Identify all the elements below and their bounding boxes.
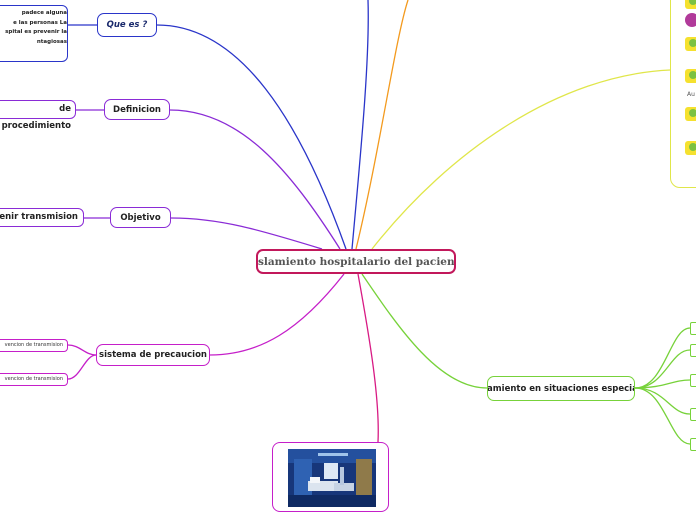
sticker-icon bbox=[685, 107, 696, 121]
link-definicion bbox=[169, 109, 341, 250]
link-sistema bbox=[209, 273, 345, 356]
topic-definicion-label: Definicion bbox=[113, 104, 161, 115]
link-image bbox=[357, 273, 379, 443]
objetivo-detail-text: venir transmision bbox=[0, 212, 78, 222]
topic-sistema-label: sistema de precaucion bbox=[99, 350, 207, 360]
sticker-icon bbox=[685, 141, 696, 155]
central-topic-label: Aislamiento hospitalario del paciente bbox=[256, 255, 456, 268]
green-subtopic-4[interactable] bbox=[690, 408, 696, 421]
topic-situaciones-especiales[interactable]: aislamiento en situaciones especiales bbox=[487, 376, 635, 401]
link-que-es bbox=[156, 24, 347, 250]
definicion-detail-text: de procedimiento bbox=[1, 104, 71, 131]
objetivo-detail-box[interactable]: venir transmision bbox=[0, 208, 84, 227]
image-topic[interactable] bbox=[272, 442, 389, 512]
yellow-topic-panel[interactable]: Au bbox=[670, 0, 696, 188]
green-subtopic-3[interactable] bbox=[690, 374, 696, 387]
que-es-detail-line: ntagiosas bbox=[36, 38, 67, 45]
green-subtopic-5[interactable] bbox=[690, 438, 696, 451]
link-sistema-detail-1 bbox=[67, 344, 97, 356]
sticker-icon bbox=[685, 0, 696, 9]
que-es-detail-line: e las personas La bbox=[13, 19, 67, 26]
definicion-detail-box[interactable]: de procedimiento bbox=[0, 100, 76, 131]
sistema-detail-text: vencion de transmision bbox=[4, 342, 63, 348]
link-green-3 bbox=[634, 379, 691, 389]
link-green-1 bbox=[634, 327, 691, 389]
topic-que-es-label: Que es ? bbox=[106, 20, 148, 30]
sistema-detail-box-2[interactable]: vencion de transmision bbox=[0, 373, 68, 386]
central-topic[interactable]: Aislamiento hospitalario del paciente bbox=[256, 249, 456, 274]
topic-sistema-precaucion[interactable]: sistema de precaucion bbox=[96, 344, 210, 366]
link-sistema-detail-2 bbox=[67, 354, 97, 380]
link-top-orange bbox=[355, 0, 409, 250]
link-objetivo bbox=[170, 217, 323, 250]
sistema-detail-box-1[interactable]: vencion de transmision bbox=[0, 339, 68, 352]
link-green-2 bbox=[634, 349, 691, 389]
link-especiales bbox=[361, 273, 488, 389]
green-subtopic-1[interactable] bbox=[690, 322, 696, 335]
link-yellow bbox=[371, 69, 671, 250]
topic-objetivo-label: Objetivo bbox=[120, 212, 161, 223]
topic-especiales-label: aislamiento en situaciones especiales bbox=[487, 383, 634, 394]
topic-objetivo[interactable]: Objetivo bbox=[110, 207, 171, 228]
green-subtopic-2[interactable] bbox=[690, 344, 696, 357]
que-es-detail-box[interactable]: padece alguna e las personas La spital e… bbox=[0, 5, 68, 62]
panel-text: Au bbox=[687, 91, 695, 98]
topic-que-es[interactable]: Que es ? bbox=[97, 13, 157, 37]
sistema-detail-text: vencion de transmision bbox=[4, 376, 63, 382]
sticker-icon bbox=[685, 69, 696, 83]
que-es-detail-line: padece alguna bbox=[21, 10, 67, 16]
sticker-icon bbox=[685, 37, 696, 51]
link-green-5 bbox=[634, 387, 691, 445]
avatar-icon bbox=[685, 13, 696, 27]
link-top-blue bbox=[351, 0, 369, 250]
topic-definicion[interactable]: Definicion bbox=[104, 99, 170, 120]
hospital-room-photo bbox=[288, 449, 376, 507]
que-es-detail-line: spital es prevenir la bbox=[5, 29, 67, 35]
